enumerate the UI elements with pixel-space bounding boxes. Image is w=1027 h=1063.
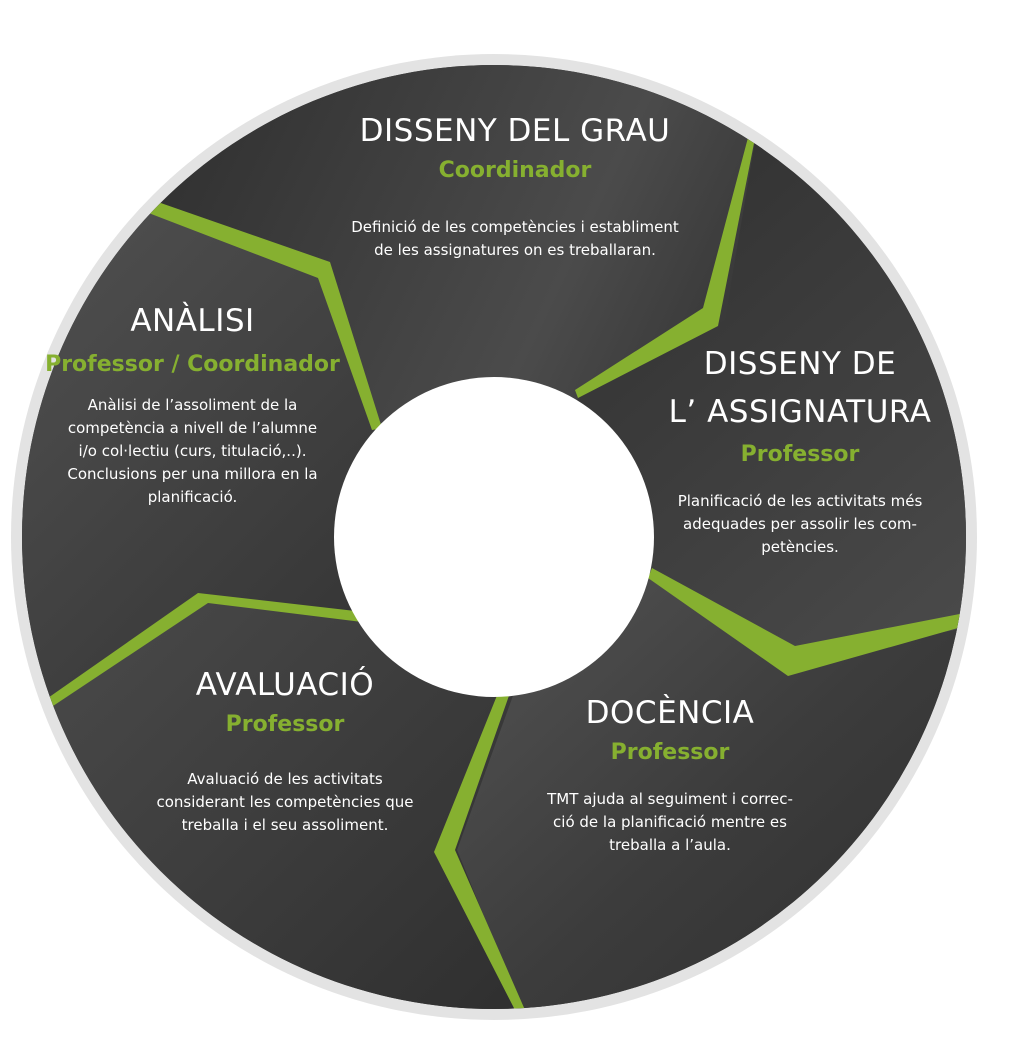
accent-stripe-right [648, 568, 966, 676]
accent-stripe-top-left [146, 201, 382, 430]
stage-role: Coordinador [438, 158, 592, 183]
stage-description: TMT ajuda al seguiment i correc- ció de … [510, 788, 830, 857]
description-line: Conclusions per una millora en la [67, 465, 318, 483]
stage-analisi: ANÀLISI Professor / Coordinador Anàlisi … [40, 300, 345, 509]
stage-title: DISSENY DEL GRAU [300, 110, 730, 152]
description-line: Definició de les competències i establim… [351, 218, 679, 236]
description-line: Anàlisi de l’assoliment de la [87, 396, 298, 414]
stage-title-line: AVALUACIÓ [195, 667, 375, 703]
stage-disseny-del-grau: DISSENY DEL GRAU Coordinador Definició d… [300, 110, 730, 262]
description-line: considerant les competències que [156, 793, 414, 811]
accent-stripe-top-right [575, 130, 756, 398]
description-line: Planificació de les activitats més [677, 492, 923, 510]
description-line: i/o col·lectiu (curs, titulació,..). [78, 442, 307, 460]
stage-title-line: DISSENY DE [703, 346, 897, 382]
description-line: petències. [761, 538, 839, 556]
center-circle [334, 377, 654, 697]
stage-docencia: DOCÈNCIA Professor TMT ajuda al seguimen… [510, 692, 830, 857]
stage-title: ANÀLISI [40, 300, 345, 342]
stage-title-line: L’ ASSIGNATURA [668, 394, 932, 430]
description-line: TMT ajuda al seguiment i correc- [547, 790, 793, 808]
stage-avaluacio: AVALUACIÓ Professor Avaluació de les act… [125, 664, 445, 837]
description-line: treballa i el seu assoliment. [181, 816, 389, 834]
stage-description: Anàlisi de l’assoliment de la competènci… [40, 394, 345, 509]
stage-description: Avaluació de les activitats considerant … [125, 768, 445, 837]
stage-description: Definició de les competències i establim… [300, 216, 730, 262]
stage-description: Planificació de les activitats més adequ… [640, 490, 960, 559]
stage-title-line: DOCÈNCIA [585, 695, 755, 731]
stage-title-line: ANÀLISI [130, 303, 255, 339]
description-line: planificació. [147, 488, 238, 506]
sector-disseny-del-grau [150, 65, 760, 537]
stage-title: DOCÈNCIA [510, 692, 830, 734]
stage-title-line: DISSENY DEL GRAU [359, 113, 671, 149]
description-line: Avaluació de les activitats [187, 770, 383, 788]
stage-title: DISSENY DE L’ ASSIGNATURA [640, 340, 960, 436]
stage-role: Professor [225, 712, 345, 737]
accent-stripe-bottom [434, 687, 525, 1009]
stage-title: AVALUACIÓ [125, 664, 445, 706]
description-line: competència a nivell de l’alumne [67, 419, 318, 437]
description-line: ció de la planificació mentre es [553, 813, 787, 831]
stage-disseny-assignatura: DISSENY DE L’ ASSIGNATURA Professor Plan… [640, 340, 960, 559]
description-line: de les assignatures on es treballaran. [374, 241, 656, 259]
stage-role: Professor [740, 442, 860, 467]
stage-role: Professor / Coordinador [45, 352, 340, 377]
description-line: adequades per assolir les com- [683, 515, 917, 533]
stage-role: Professor [610, 740, 730, 765]
description-line: treballa a l’aula. [609, 836, 731, 854]
